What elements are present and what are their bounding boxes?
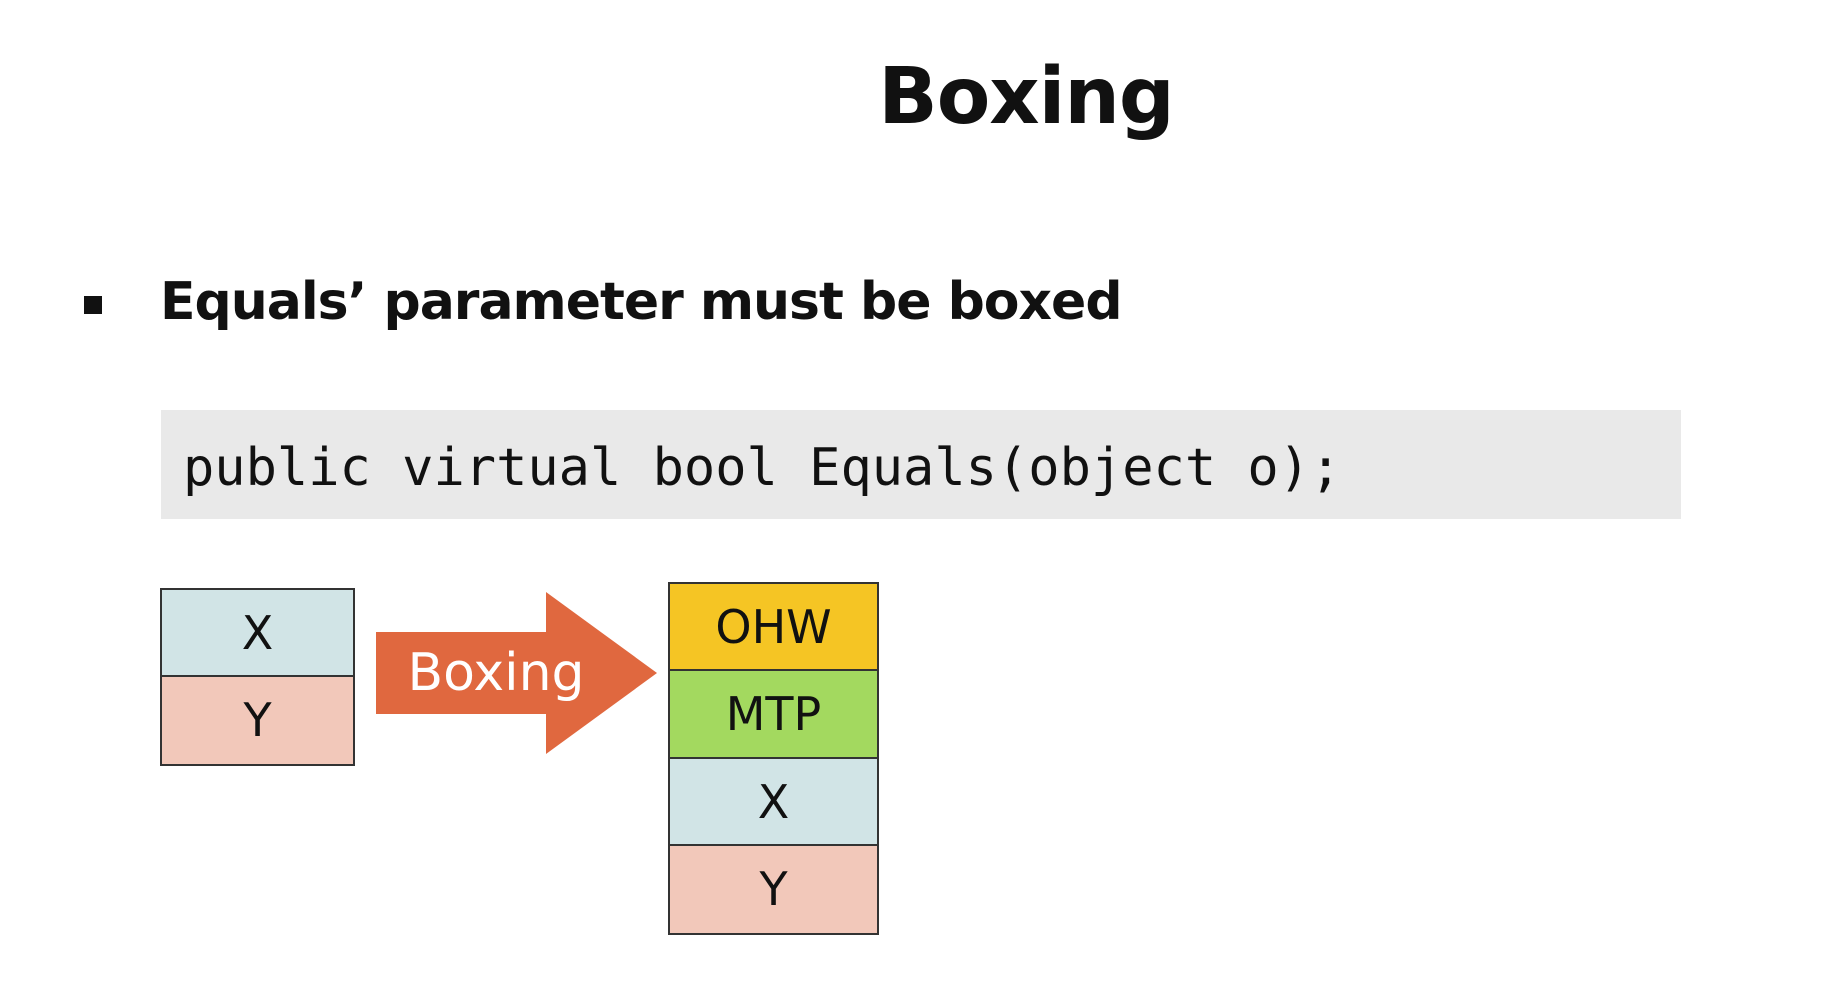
value-type-stack: X Y — [160, 588, 355, 766]
method-table-pointer: MTP — [670, 671, 877, 759]
boxed-field-x: X — [670, 758, 877, 846]
object-header-word: OHW — [670, 584, 877, 672]
boxed-field-y: Y — [670, 845, 877, 933]
bullet-text: Equals’ parameter must be boxed — [160, 272, 1123, 332]
boxing-arrow-shape — [376, 592, 657, 754]
boxing-arrow-label: Boxing — [407, 643, 585, 703]
boxed-object-stack: OHW MTP X Y — [668, 582, 879, 935]
code-block: public virtual bool Equals(object o); — [161, 410, 1681, 519]
bullet-marker — [84, 296, 102, 314]
slide-title: Boxing — [878, 52, 1174, 142]
value-field-y: Y — [162, 677, 353, 764]
code-line: public virtual bool Equals(object o); — [183, 438, 1342, 498]
value-field-x: X — [162, 590, 353, 677]
boxing-arrow-icon — [376, 592, 657, 754]
